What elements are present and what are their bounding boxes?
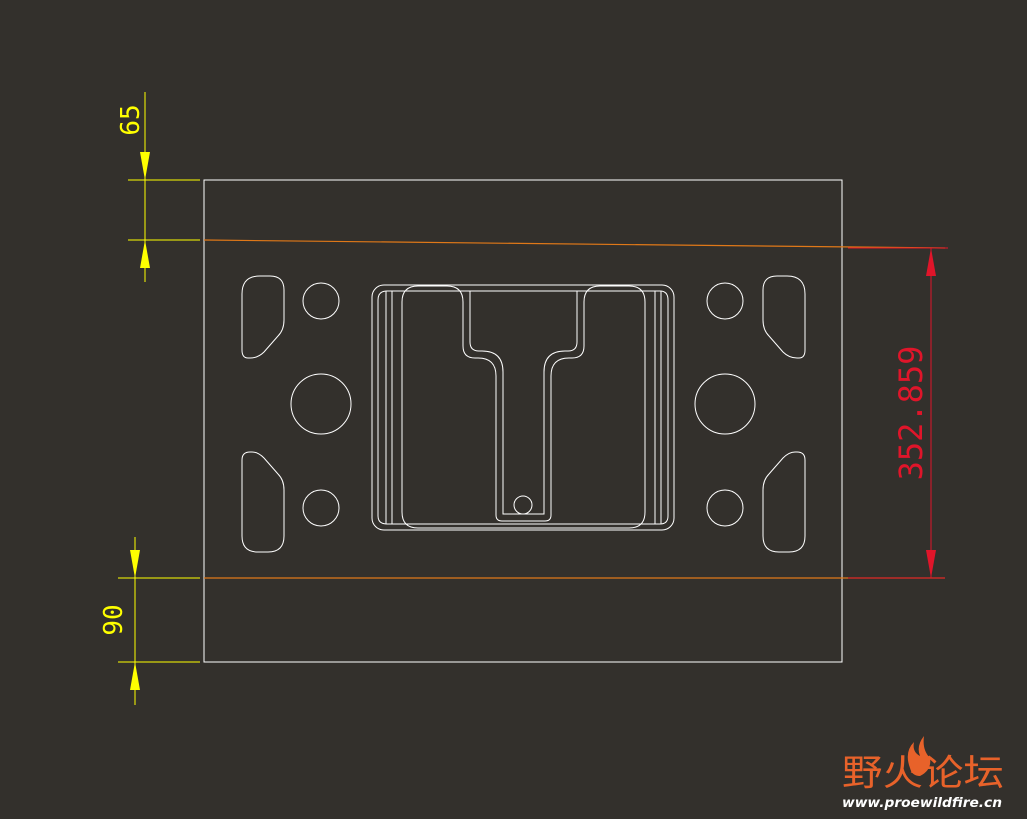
hole-large-left [290,373,352,435]
hole-large-right [694,373,756,435]
pocket-inner-step [377,290,669,525]
plate-outline [203,179,843,663]
dimension-right [848,247,948,579]
hole-small-upper-right [706,282,744,320]
slot-lower-left [241,451,285,553]
slot-upper-left [241,275,285,359]
hole-small-lower-left [302,489,340,527]
dimension-top-label: 65 [116,104,146,135]
hole-small-upper-left [302,282,340,320]
central-pocket [371,284,675,531]
dimension-bottom-label: 90 [99,604,129,635]
dimension-right-label: 352.859 [892,346,930,481]
pocket-small-hole [513,495,533,515]
dimension-top [128,92,200,282]
pocket-outer [371,284,675,531]
dimension-bottom [118,537,200,705]
watermark: 野火论坛 www.proewildfire.cn [842,736,1004,811]
watermark-url: www.proewildfire.cn [842,796,1002,811]
hole-small-lower-right [706,489,744,527]
pocket-t-profile-inner [469,291,578,515]
slot-upper-right [762,275,806,359]
watermark-title: 野火论坛 [842,753,1004,794]
slot-lower-right [762,451,806,553]
parting-line-top [203,239,946,249]
pocket-t-profile-outer [401,285,646,529]
flame-icon [907,736,931,776]
